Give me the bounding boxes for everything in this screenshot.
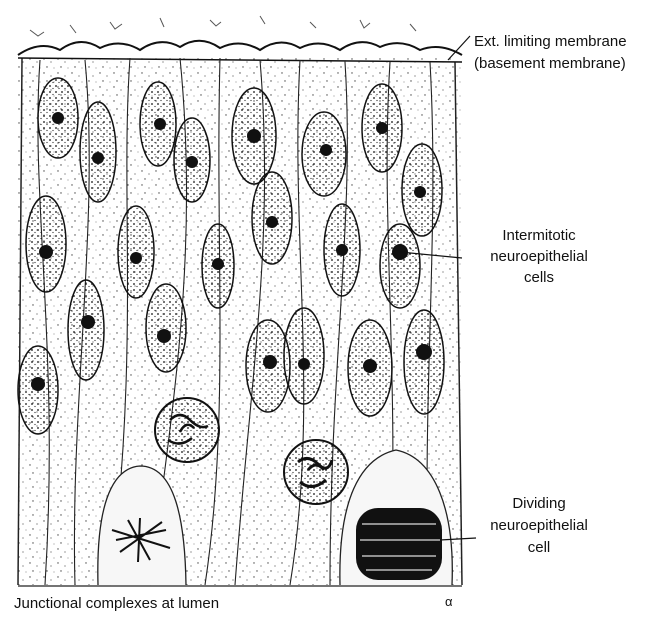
nucleus xyxy=(26,196,66,292)
external-limiting-membrane xyxy=(18,41,462,55)
label-intermitotic-line3: cells xyxy=(464,268,614,288)
nucleus xyxy=(68,280,104,380)
label-dividing-line3: cell xyxy=(464,538,614,558)
prophase-nucleus xyxy=(284,440,348,504)
label-intermitotic-line1: Intermitotic xyxy=(464,226,614,246)
nucleus xyxy=(404,310,444,414)
label-junctional-complexes: Junctional complexes at lumen xyxy=(14,594,219,614)
membrane-texture xyxy=(30,16,416,36)
label-dividing-line1: Dividing xyxy=(464,494,614,514)
nucleus xyxy=(284,308,324,404)
nucleus xyxy=(146,284,186,372)
label-ext-limiting-line2: (basement membrane) xyxy=(474,54,626,74)
label-intermitotic-line2: neuroepithelial xyxy=(464,247,614,267)
label-ext-limiting-line1: Ext. limiting membrane xyxy=(474,32,627,52)
mitotic-figure-right xyxy=(356,508,442,580)
nucleus xyxy=(380,224,420,308)
prophase-nucleus xyxy=(155,398,219,462)
label-dividing-line2: neuroepithelial xyxy=(464,516,614,536)
label-corner-mark: α xyxy=(445,592,453,612)
